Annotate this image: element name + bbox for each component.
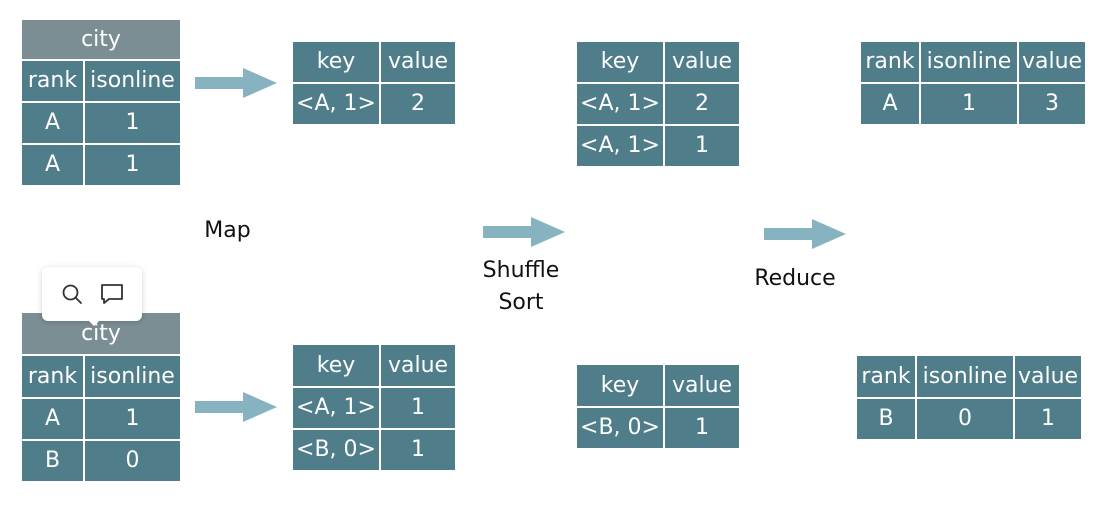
column-header-value: value: [663, 363, 741, 408]
column-header-rank: rank: [20, 354, 85, 399]
search-icon[interactable]: [56, 278, 88, 310]
table-cell: <A, 1>: [575, 82, 665, 126]
table-cell: A: [20, 101, 85, 145]
table-cell: 2: [663, 82, 741, 126]
column-header-rank: rank: [855, 354, 917, 399]
column-header-isonline: isonline: [83, 354, 182, 399]
shuffle-label: Shuffle: [482, 258, 560, 283]
map-output-table-2: key value <A, 1> 1 <B, 0> 1: [291, 343, 457, 472]
shuffle-output-table-2: key value <B, 0> 1: [575, 363, 741, 450]
table-cell: B: [20, 439, 85, 483]
table-cell: 3: [1017, 82, 1087, 126]
table-cell: <A, 1>: [575, 124, 665, 168]
input-table-city-1: city rank isonline A 1 A 1: [20, 18, 182, 187]
table-cell: <B, 0>: [575, 406, 665, 450]
column-header-key: key: [291, 343, 381, 388]
floating-toolbar: [42, 267, 142, 321]
table-cell: 1: [1013, 397, 1083, 441]
map-arrow-top: [195, 68, 277, 98]
column-header-value: value: [379, 40, 457, 84]
column-header-key: key: [575, 40, 665, 84]
map-arrow-bottom: [195, 392, 277, 422]
map-output-table-1: key value <A, 1> 2: [291, 40, 457, 126]
column-header-key: key: [575, 363, 665, 408]
comment-icon[interactable]: [96, 278, 128, 310]
shuffle-output-table-1: key value <A, 1> 2 <A, 1> 1: [575, 40, 741, 168]
table-cell: <A, 1>: [291, 82, 381, 126]
toolbar-pointer: [86, 318, 102, 326]
reduce-output-table-1: rank isonline value A 1 3: [859, 40, 1087, 126]
table-cell: 1: [663, 406, 741, 450]
table-cell: 1: [83, 397, 182, 441]
shuffle-arrow: [483, 217, 565, 247]
map-label: Map: [204, 218, 251, 243]
column-header-rank: rank: [20, 59, 85, 103]
reduce-label: Reduce: [754, 266, 836, 291]
column-header-isonline: isonline: [83, 59, 182, 103]
table-cell: <B, 0>: [291, 428, 381, 472]
reduce-output-table-2: rank isonline value B 0 1: [855, 354, 1083, 441]
column-header-rank: rank: [859, 40, 921, 84]
sort-label: Sort: [498, 290, 544, 315]
column-header-isonline: isonline: [915, 354, 1015, 399]
table-cell: A: [859, 82, 921, 126]
table-cell: 1: [379, 428, 457, 472]
table-cell: 0: [915, 397, 1015, 441]
table-cell: 2: [379, 82, 457, 126]
table-cell: B: [855, 397, 917, 441]
column-header-value: value: [663, 40, 741, 84]
column-header-value: value: [1017, 40, 1087, 84]
input-table-city-2: city rank isonline A 1 B 0: [20, 311, 182, 483]
column-header-isonline: isonline: [919, 40, 1019, 84]
table-title: city: [20, 18, 182, 61]
table-cell: 1: [379, 386, 457, 430]
column-header-value: value: [1013, 354, 1083, 399]
table-cell: 1: [83, 143, 182, 187]
table-cell: <A, 1>: [291, 386, 381, 430]
table-cell: 0: [83, 439, 182, 483]
table-cell: 1: [919, 82, 1019, 126]
table-cell: A: [20, 143, 85, 187]
column-header-value: value: [379, 343, 457, 388]
reduce-arrow: [764, 219, 846, 249]
column-header-key: key: [291, 40, 381, 84]
table-cell: 1: [83, 101, 182, 145]
table-cell: A: [20, 397, 85, 441]
table-cell: 1: [663, 124, 741, 168]
